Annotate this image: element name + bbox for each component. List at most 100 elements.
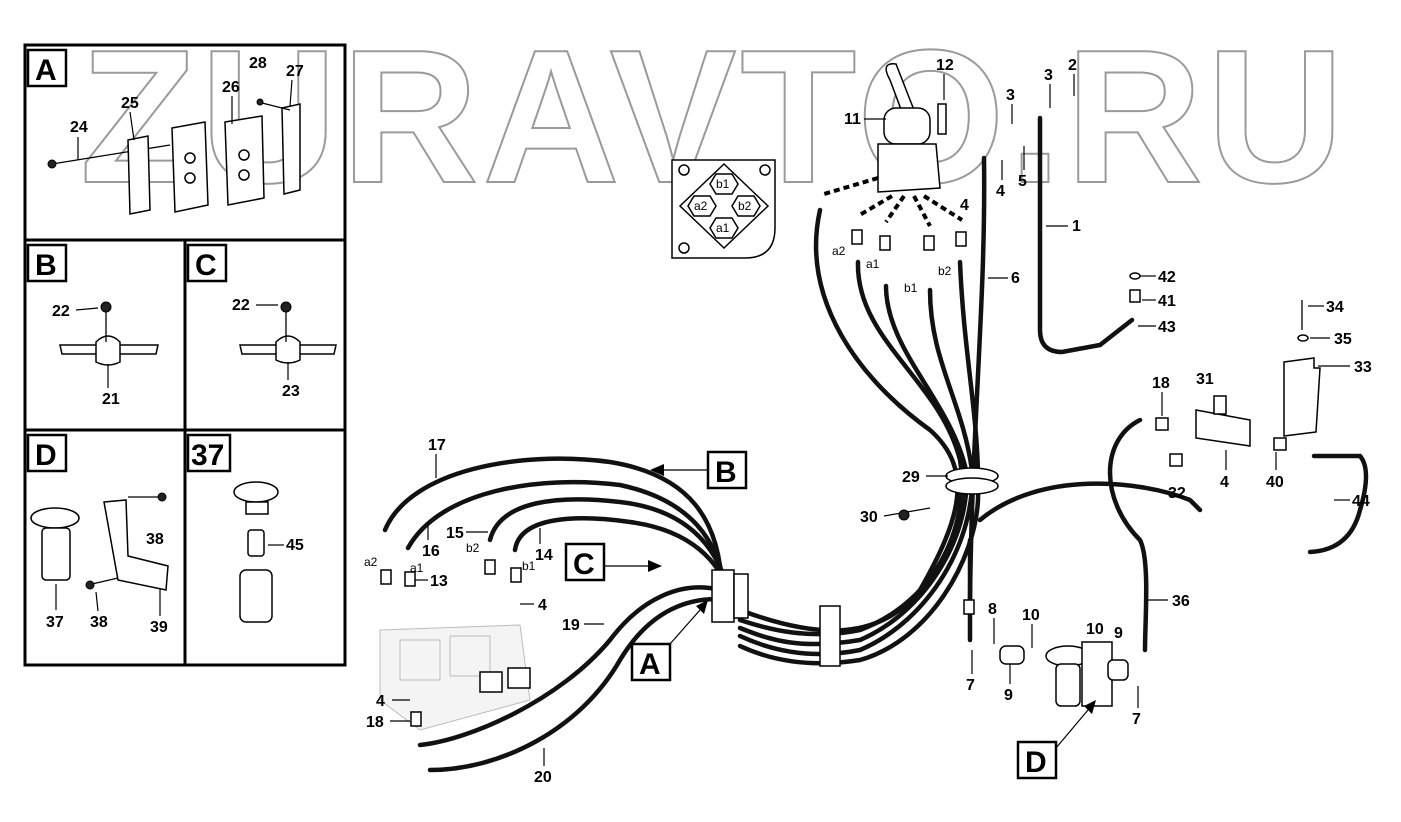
callout-39: 39 [150,619,168,636]
callout-38-a: 38 [146,531,164,548]
callout-4-c: 4 [1220,474,1229,491]
joystick-lever [885,63,916,113]
bolt-28 [261,102,291,111]
hose-b1 [737,283,969,647]
hose-36 [1107,417,1149,653]
hose-t [737,259,981,666]
panel-d: D 38 37 38 39 [26,433,169,636]
panel-37-frame [183,428,347,667]
part-callouts: 1 2 3 3 4 4 5 6 11 12 42 41 43 34 35 33 … [366,57,1372,786]
callout-37: 37 [46,614,64,631]
callout-45: 45 [286,537,304,554]
callout-28: 28 [249,55,267,72]
callout-7-right: 7 [1132,711,1141,728]
callout-29: 29 [902,469,920,486]
callout-19: 19 [562,617,580,634]
callout-24: 24 [70,119,88,136]
detail-panels: A 24 25 26 28 27 [23,43,347,667]
callout-43: 43 [1158,319,1176,336]
hose-32 [977,481,1203,523]
return-filter-bowl [1055,663,1081,707]
hose-44 [1307,453,1369,555]
port-b1: b1 [716,177,730,191]
block-port-b1: b1 [522,559,536,573]
pointer-tag-d: D [1025,746,1047,779]
tag-37: 37 [191,439,224,472]
adapter-9-left [999,645,1025,665]
callout-35: 35 [1334,331,1352,348]
fittings [380,229,975,727]
callout-3-a: 3 [1006,87,1015,104]
callout-10-b: 10 [1086,621,1104,638]
callout-15: 15 [446,525,464,542]
valve-31 [1195,409,1251,447]
callout-33: 33 [1354,359,1372,376]
callout-22-b: 22 [52,303,70,320]
valve-port-a1: a1 [866,257,880,271]
washer-35 [1297,334,1309,342]
callout-26: 26 [222,79,240,96]
callout-2: 2 [1068,57,1077,74]
clip-23 [275,335,301,364]
clamp-half-left [171,121,209,213]
filter-head-37 [233,481,279,503]
callout-18-right: 18 [1152,375,1170,392]
callout-32: 32 [1168,485,1186,502]
panel-a: A 24 25 26 28 27 [26,48,304,215]
callout-30: 30 [860,509,878,526]
pointer-tag-c: C [573,548,595,581]
callout-17: 17 [428,437,446,454]
fitting-18-right [1155,417,1169,431]
pointer-tag-a: A [639,648,661,681]
callout-12: 12 [936,57,954,74]
hose-20 [427,596,733,773]
bracket-33 [1283,357,1321,437]
callout-18-left: 18 [366,714,384,731]
callout-16: 16 [422,543,440,560]
fitting-41 [1129,289,1141,303]
hose-a1 [737,259,965,637]
hose-16 [405,479,729,598]
bolt-24 [51,144,171,165]
callout-14: 14 [535,547,553,564]
tag-d: D [35,439,57,472]
manifold-clamps [711,467,999,667]
callout-34: 34 [1326,299,1344,316]
callout-27: 27 [286,63,304,80]
callout-4-d: 4 [538,597,547,614]
callout-31: 31 [1196,371,1214,388]
filter-head [30,507,80,529]
tag-c: C [195,249,217,282]
joystick-boot [883,107,931,145]
callout-3-b: 3 [1044,67,1053,84]
manifold-block-b [819,605,841,667]
hose-6 [967,155,987,603]
panel-37: 37 45 [186,433,304,623]
block-port-a2: a2 [364,555,378,569]
callout-9-right: 9 [1114,625,1123,642]
valve-body [877,143,941,193]
right-components [999,272,1321,707]
callout-7-left: 7 [966,677,975,694]
screw-12 [937,103,947,135]
hose-19 [417,585,723,748]
tag-b: B [35,249,57,282]
element-45 [247,529,265,557]
panel-b: B 22 21 [26,243,159,408]
filter-bowl [239,569,273,623]
bolt-32 [1169,453,1183,467]
detail-pointers: B C A D [564,450,1096,780]
plate-27 [281,103,301,195]
callout-4-b: 4 [996,183,1005,200]
bolt-24-head [47,159,57,169]
port-layout-symbol: b1 a2 b2 a1 [671,159,776,259]
control-valve-block [379,624,531,731]
callout-5: 5 [1018,173,1027,190]
hose-b2 [737,287,975,657]
adapter-9-right [1107,659,1129,681]
callout-1: 1 [1072,218,1081,235]
hose-17 [382,456,725,593]
callout-8: 8 [988,601,997,618]
hose-1 [1037,115,1135,355]
